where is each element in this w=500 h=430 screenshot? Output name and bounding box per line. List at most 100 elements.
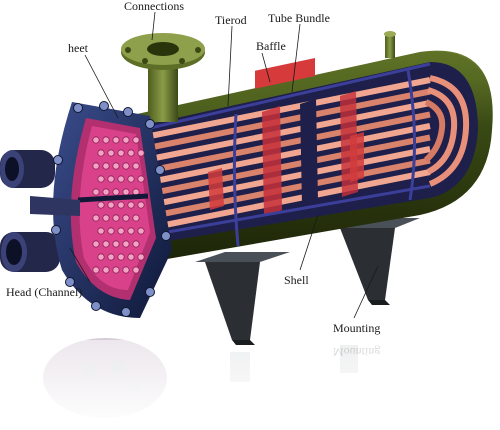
label-tube-bundle: Tube Bundle	[268, 11, 330, 25]
leader-sheet	[84, 54, 119, 119]
leader-tube-bundle	[291, 23, 301, 93]
callout-labels: Connections Tierod Tube Bundle heet Baff…	[6, 0, 380, 359]
tube-hole	[132, 266, 140, 274]
tube-hole	[102, 240, 110, 248]
tube-hole	[107, 227, 115, 235]
tube-hole	[112, 214, 120, 222]
tube	[149, 77, 431, 139]
front-flange	[30, 101, 173, 318]
baffles	[208, 91, 364, 216]
tube-hole	[112, 240, 120, 248]
tube-hole	[102, 214, 110, 222]
flange-bolt	[99, 101, 109, 111]
tierods	[149, 62, 431, 247]
baffle-1	[262, 106, 282, 216]
tube-hole	[132, 162, 140, 170]
tube	[149, 169, 431, 231]
tube-hole	[107, 149, 115, 157]
tube-hole	[122, 188, 130, 196]
tube	[149, 111, 431, 174]
label-mounting: Mounting	[333, 321, 380, 335]
leader-mounting	[353, 265, 379, 319]
tube-hole	[127, 175, 135, 183]
tube-hole	[127, 227, 135, 235]
tube-hole	[122, 266, 130, 274]
flange-bolt	[91, 301, 101, 311]
leader-lines	[69, 11, 379, 319]
tube	[149, 134, 431, 197]
tube-hole	[117, 201, 125, 209]
tube-hole	[107, 253, 115, 261]
tube	[149, 157, 431, 220]
tube-hole	[122, 162, 130, 170]
tube-hole	[107, 175, 115, 183]
tube-hole	[97, 201, 105, 209]
tube-hole	[117, 253, 125, 261]
tube	[149, 88, 431, 151]
flange-bolt	[73, 103, 83, 113]
tube-hole	[122, 136, 130, 144]
tubesheet-holes	[92, 136, 145, 274]
tube-hole	[92, 162, 100, 170]
tube-bundle	[149, 75, 470, 231]
leader-head	[69, 247, 91, 283]
tube-hole	[92, 240, 100, 248]
tube-hole	[127, 253, 135, 261]
tube-hole	[112, 162, 120, 170]
floor-reflection	[0, 338, 500, 425]
vent-nozzle	[384, 31, 396, 58]
tube-hole	[112, 136, 120, 144]
tube-hole	[97, 149, 105, 157]
flange-bolt	[123, 107, 133, 117]
tube-hole	[117, 175, 125, 183]
label-head-channel: Head (Channel)	[6, 285, 82, 299]
flange-bolt	[145, 119, 155, 129]
connection-nozzle-top	[121, 33, 205, 122]
tube-hole	[127, 149, 135, 157]
tube-hole	[137, 253, 145, 261]
tube	[149, 123, 431, 185]
tube-hole	[102, 162, 110, 170]
label-sheet: heet	[68, 41, 89, 55]
tube-hole	[137, 201, 145, 209]
flange-bolt	[53, 155, 63, 165]
tube-hole	[97, 175, 105, 183]
flange-bolt	[145, 287, 155, 297]
tube-hole	[137, 175, 145, 183]
tube-hole	[92, 188, 100, 196]
label-connections: Connections	[124, 0, 184, 13]
flange-bolt	[65, 277, 75, 287]
tube-hole	[102, 188, 110, 196]
label-shell: Shell	[284, 273, 309, 287]
tube-hole	[132, 240, 140, 248]
leader-connections	[151, 11, 156, 41]
tube	[149, 146, 431, 208]
label-tierod: Tierod	[215, 13, 247, 27]
tube-hole	[102, 266, 110, 274]
leader-shell	[299, 214, 319, 271]
flange-bolt	[121, 307, 131, 317]
tube-hole	[132, 136, 140, 144]
tube-hole	[97, 227, 105, 235]
flange-bolts	[51, 101, 171, 317]
head-channel	[0, 150, 60, 272]
tube	[149, 100, 431, 162]
tube-hole	[92, 136, 100, 144]
tube-hole	[127, 201, 135, 209]
tube-hole	[132, 214, 140, 222]
flange-bolt	[161, 231, 171, 241]
tube-hole	[112, 266, 120, 274]
tube-hole	[122, 240, 130, 248]
tube-hole	[117, 149, 125, 157]
baffle-2	[300, 99, 318, 205]
tube-hole	[122, 214, 130, 222]
tube-hole	[112, 188, 120, 196]
tube-hole	[92, 214, 100, 222]
leader-baffle	[261, 52, 271, 83]
tube-hole	[107, 201, 115, 209]
flange-bolt	[51, 225, 61, 235]
tube-hole	[97, 253, 105, 261]
tube-hole	[137, 227, 145, 235]
